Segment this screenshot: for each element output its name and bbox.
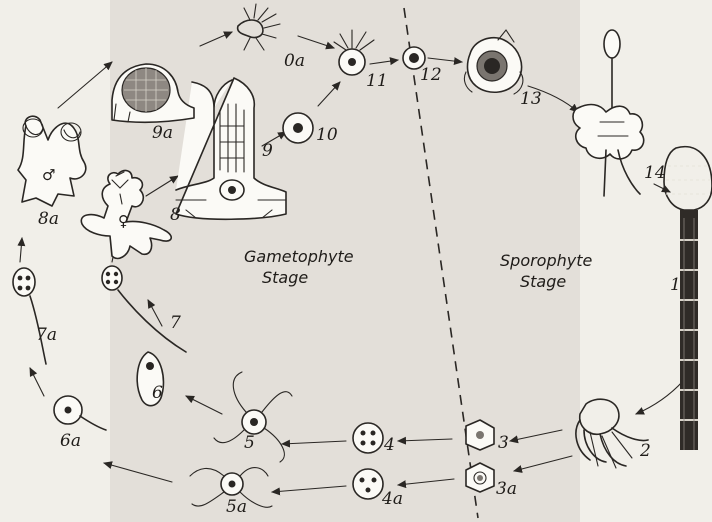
arrow-10-to-11	[318, 82, 340, 106]
label-4: 4	[383, 435, 395, 455]
label-9a: 9a	[152, 123, 173, 143]
arrow-0a-to-11	[298, 36, 334, 48]
female-symbol: ♀	[118, 212, 129, 230]
germinating-spore-6a	[54, 396, 106, 430]
gametophyte-label-line1: Gametophyte	[244, 247, 354, 266]
arrow-4-to-5	[282, 441, 346, 444]
spore-3	[466, 420, 494, 450]
arrow-11-to-12	[370, 60, 398, 64]
label-7: 7	[170, 313, 181, 333]
sporophyte-label-line1: Sporophyte	[500, 251, 593, 270]
arrow-9a-to-0a	[200, 32, 232, 46]
spore-3a	[466, 463, 494, 492]
gametophyte-stage-caption: Gametophyte Stage	[244, 247, 354, 287]
male-symbol: ♂	[42, 166, 55, 184]
label-13: 13	[520, 89, 542, 109]
young-sporophyte-14	[573, 30, 644, 196]
arrow-4a-to-5a	[272, 486, 346, 492]
arrow-6a-to-7a	[30, 368, 44, 396]
horsetail-shoot-1	[664, 147, 712, 450]
young-prothallus-7	[102, 266, 186, 352]
label-3a: 3a	[496, 479, 517, 499]
arrow-5a-to-6a	[104, 463, 172, 482]
egg-cell-10	[283, 113, 313, 143]
arrow-3-to-4	[398, 439, 452, 441]
arrow-5-to-6	[186, 396, 222, 414]
label-6a: 6a	[60, 431, 81, 451]
label-9: 9	[262, 141, 273, 161]
arrow-2-to-3a	[514, 456, 572, 471]
label-8: 8	[170, 205, 181, 225]
sporophyte-stage-caption: Sporophyte Stage	[500, 251, 593, 291]
label-8a: 8a	[38, 209, 59, 229]
label-2: 2	[639, 441, 651, 461]
label-14: 14	[644, 163, 666, 183]
antheridium-9a	[112, 64, 194, 122]
sporophyte-label-line2: Stage	[520, 272, 566, 291]
label-6: 6	[152, 383, 163, 403]
sporangiophore-2	[576, 399, 648, 468]
young-prothallus-7a	[13, 268, 46, 364]
tetrad-4	[353, 423, 383, 453]
label-5: 5	[244, 433, 255, 453]
label-7a: 7a	[36, 325, 57, 345]
arrow-8a-to-9a	[58, 62, 112, 108]
arrow-6-to-7	[148, 300, 162, 326]
arrow-8-to-9	[146, 176, 178, 196]
fertilization-11	[334, 30, 374, 75]
gametophyte-label-line2: Stage	[262, 268, 308, 287]
label-1: 1	[670, 275, 681, 295]
label-10: 10	[316, 125, 338, 145]
sperm-cell-0a	[238, 4, 280, 50]
arrow-14-to-1	[654, 184, 670, 192]
arrow-12-to-13	[428, 58, 462, 62]
male-gametophyte-8a	[18, 116, 86, 206]
arrow-2-to-3	[510, 430, 562, 441]
arrow-7a-to-8a	[20, 238, 22, 262]
label-0a: 0a	[284, 51, 305, 71]
tetrad-4a	[353, 469, 383, 499]
label-3: 3	[498, 433, 509, 453]
label-5a: 5a	[226, 497, 247, 517]
arrow-3a-to-4a	[398, 479, 454, 485]
arrow-1-to-2	[636, 380, 684, 414]
label-11: 11	[366, 71, 388, 91]
embryo-13	[464, 30, 522, 94]
label-4a: 4a	[381, 489, 403, 509]
label-12: 12	[420, 65, 442, 85]
